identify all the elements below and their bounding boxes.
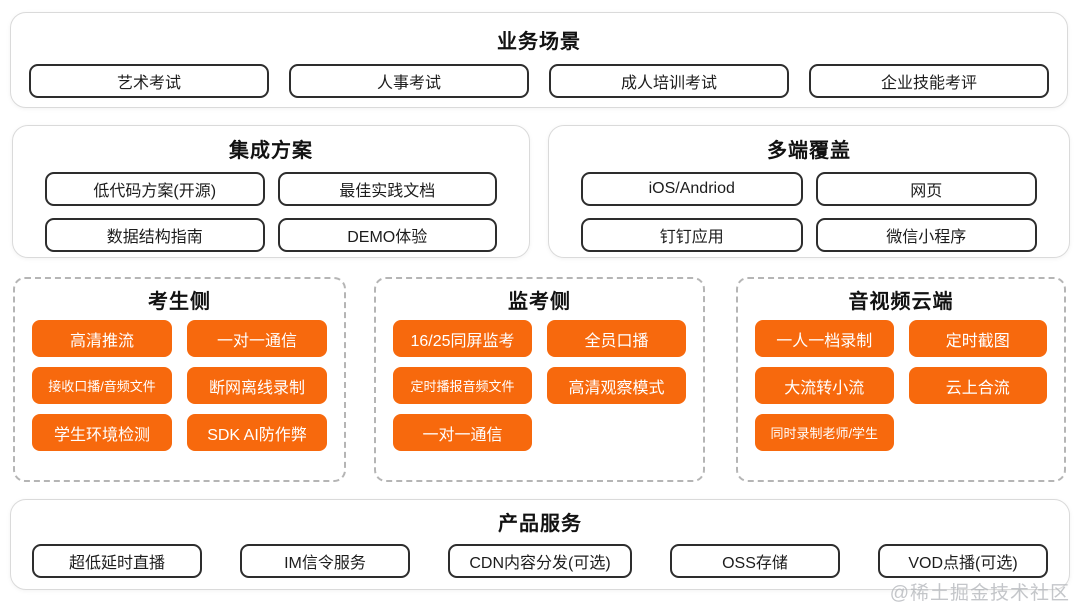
platform-box-grid: iOS/Andriod 网页 钉钉应用 微信小程序 (549, 172, 1069, 252)
candidate-feature-button: 学生环境检测 (32, 414, 172, 451)
business-scenario-box: 成人培训考试 (549, 64, 789, 98)
section-title-cloud: 音视频云端 (848, 291, 954, 313)
proctor-feature-button: 全员口播 (547, 320, 686, 357)
platform-box: 网页 (815, 172, 1037, 206)
integration-box: 数据结构指南 (45, 218, 265, 252)
section-proctor-side: 监考侧 16/25同屏监考 全员口播 定时播报音频文件 高清观察模式 一对一通信 (374, 277, 705, 482)
proctor-feature-grid: 16/25同屏监考 全员口播 定时播报音频文件 高清观察模式 一对一通信 (376, 320, 703, 451)
candidate-feature-button: 高清推流 (32, 320, 172, 357)
section-av-cloud: 音视频云端 一人一档录制 定时截图 大流转小流 云上合流 同时录制老师/学生 (736, 277, 1066, 482)
section-title-proctor: 监考侧 (508, 291, 571, 313)
integration-box: DEMO体验 (277, 218, 497, 252)
services-box-row: 超低延时直播 IM信令服务 CDN内容分发(可选) OSS存储 VOD点播(可选… (11, 544, 1069, 578)
integration-box: 低代码方案(开源) (45, 172, 265, 206)
integration-box-grid: 低代码方案(开源) 最佳实践文档 数据结构指南 DEMO体验 (13, 172, 529, 252)
service-box: OSS存储 (670, 544, 840, 578)
platform-box: iOS/Andriod (581, 172, 803, 206)
section-title-integration: 集成方案 (229, 140, 313, 162)
cloud-feature-button: 同时录制老师/学生 (755, 414, 894, 451)
business-scenario-box: 人事考试 (289, 64, 529, 98)
business-scenario-box: 企业技能考评 (809, 64, 1049, 98)
section-title-services: 产品服务 (498, 513, 582, 535)
business-scenario-box: 艺术考试 (29, 64, 269, 98)
candidate-feature-button: 一对一通信 (187, 320, 327, 357)
proctor-feature-button: 高清观察模式 (547, 367, 686, 404)
integration-box: 最佳实践文档 (277, 172, 497, 206)
candidate-feature-button: 断网离线录制 (187, 367, 327, 404)
candidate-feature-button: 接收口播/音频文件 (32, 367, 172, 404)
platform-box: 钉钉应用 (581, 218, 803, 252)
section-business-scenarios: 业务场景 艺术考试 人事考试 成人培训考试 企业技能考评 (10, 12, 1068, 108)
platform-box: 微信小程序 (815, 218, 1037, 252)
service-box: CDN内容分发(可选) (448, 544, 632, 578)
proctor-feature-button: 16/25同屏监考 (393, 320, 532, 357)
cloud-feature-button: 定时截图 (908, 320, 1047, 357)
cloud-feature-button: 一人一档录制 (755, 320, 894, 357)
section-multi-platform: 多端覆盖 iOS/Andriod 网页 钉钉应用 微信小程序 (548, 125, 1070, 258)
service-box: 超低延时直播 (32, 544, 202, 578)
section-candidate-side: 考生侧 高清推流 一对一通信 接收口播/音频文件 断网离线录制 学生环境检测 S… (13, 277, 346, 482)
proctor-feature-button: 定时播报音频文件 (393, 367, 532, 404)
cloud-feature-button: 大流转小流 (755, 367, 894, 404)
candidate-feature-grid: 高清推流 一对一通信 接收口播/音频文件 断网离线录制 学生环境检测 SDK A… (15, 320, 344, 451)
cloud-feature-grid: 一人一档录制 定时截图 大流转小流 云上合流 同时录制老师/学生 (738, 320, 1064, 451)
service-box: VOD点播(可选) (878, 544, 1048, 578)
service-box: IM信令服务 (240, 544, 410, 578)
section-title-candidate: 考生侧 (148, 291, 211, 313)
candidate-feature-button: SDK AI防作弊 (187, 414, 327, 451)
section-product-services: 产品服务 超低延时直播 IM信令服务 CDN内容分发(可选) OSS存储 VOD… (10, 499, 1070, 590)
proctor-feature-button: 一对一通信 (393, 414, 532, 451)
section-integration-solutions: 集成方案 低代码方案(开源) 最佳实践文档 数据结构指南 DEMO体验 (12, 125, 530, 258)
section-title-platforms: 多端覆盖 (767, 140, 851, 162)
cloud-feature-button: 云上合流 (908, 367, 1047, 404)
business-box-row: 艺术考试 人事考试 成人培训考试 企业技能考评 (11, 64, 1067, 98)
section-title-business: 业务场景 (497, 31, 581, 53)
